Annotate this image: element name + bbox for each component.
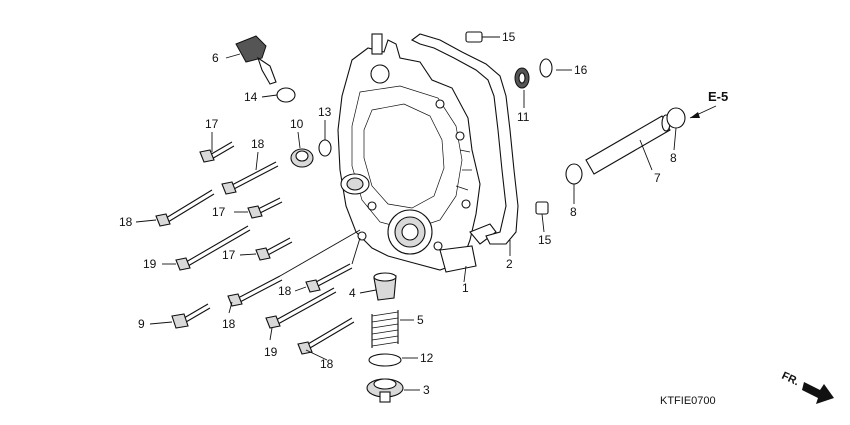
bolt-18-bottom: [297, 317, 355, 355]
bolt-18-left: [155, 189, 215, 227]
callout-9: 9: [138, 317, 145, 331]
ring-16: [539, 58, 553, 78]
callout-6: 6: [212, 51, 219, 65]
bolt-17-lower: [255, 237, 293, 261]
bolt-19-left: [175, 225, 251, 271]
callout-8b: 8: [570, 205, 577, 219]
diagram-code: KTFIE0700: [660, 395, 716, 407]
oil-filler-cap: [235, 35, 277, 85]
callout-10: 10: [290, 117, 304, 131]
callout-3: 3: [423, 383, 430, 397]
dowel-pin-top: [465, 31, 483, 43]
front-indicator-label: FR.: [780, 370, 801, 388]
o-ring-14: [276, 87, 296, 103]
callout-18a: 18: [251, 137, 265, 151]
callout-1: 1: [462, 281, 469, 295]
bolt-18-mid: [305, 263, 353, 293]
callout-16: 16: [574, 63, 588, 77]
callout-18d: 18: [222, 317, 236, 331]
callout-8a: 8: [670, 151, 677, 165]
callout-7: 7: [654, 171, 661, 185]
strainer-spring: [371, 310, 399, 348]
bolt-17-top: [199, 141, 235, 163]
callout-18e: 18: [320, 357, 334, 371]
reference-label: E-5: [708, 89, 728, 104]
callout-17c: 17: [222, 248, 236, 262]
front-arrow-icon: [802, 382, 834, 404]
callout-15b: 15: [538, 233, 552, 247]
callout-18c: 18: [278, 284, 292, 298]
drain-plug: [366, 378, 404, 403]
callout-19b: 19: [264, 345, 278, 359]
dowel-pin-bottom: [535, 201, 549, 215]
bolt-17-mid: [247, 197, 283, 219]
plug-bolt: [290, 148, 314, 168]
bolt-19-lower: [265, 287, 337, 329]
right-crankcase-cover: [337, 33, 497, 273]
hose-clip-upper: [666, 107, 686, 129]
o-ring-13: [318, 139, 332, 157]
hose-clip-lower: [565, 163, 583, 185]
callout-12: 12: [420, 351, 434, 365]
leader-lines: [135, 36, 677, 391]
oil-seal: [514, 67, 530, 89]
callout-17b: 17: [212, 205, 226, 219]
callout-15a: 15: [502, 30, 516, 44]
breather-hose: [585, 114, 671, 175]
callout-5: 5: [417, 313, 424, 327]
cover-gasket: [410, 33, 519, 245]
callout-13: 13: [318, 105, 332, 119]
callout-18b: 18: [119, 215, 133, 229]
callout-4: 4: [349, 286, 356, 300]
callout-19a: 19: [143, 257, 157, 271]
bolt-18-center: [227, 275, 283, 307]
bolt-18-upper: [221, 161, 279, 195]
bolt-9: [171, 303, 211, 329]
callout-11: 11: [517, 110, 530, 124]
callout-14: 14: [244, 90, 258, 104]
callout-17a: 17: [205, 117, 219, 131]
oil-strainer: [373, 272, 397, 301]
reference-e5: E-5: [689, 89, 728, 119]
o-ring-12: [368, 353, 402, 367]
front-direction-arrow: FR.: [780, 370, 834, 404]
callout-2: 2: [506, 257, 513, 271]
